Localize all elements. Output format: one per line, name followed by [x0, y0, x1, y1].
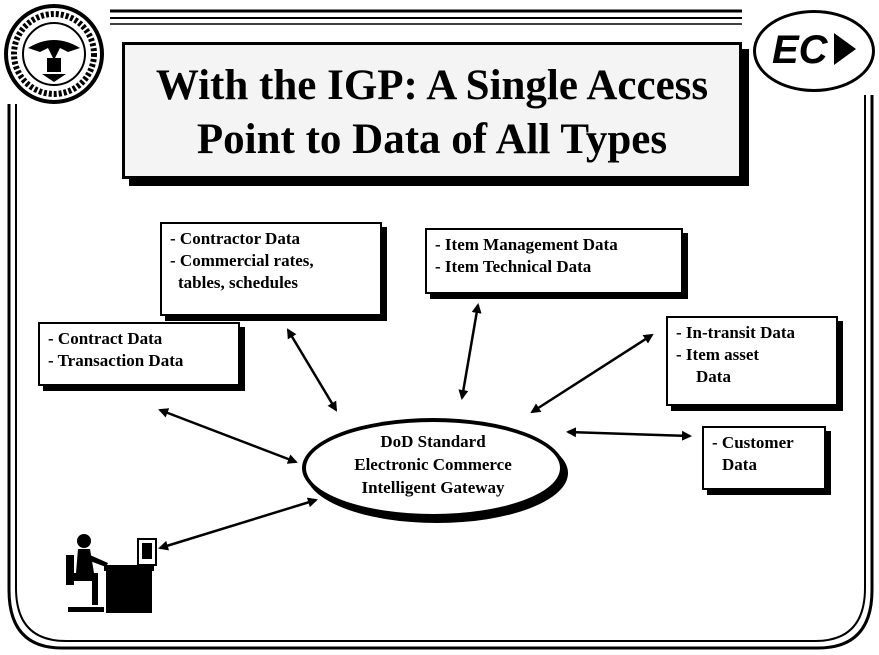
list-item: Commercial rates, [170, 250, 372, 272]
gateway-ellipse: DoD Standard Electronic Commerce Intelli… [302, 418, 564, 518]
list-item: Contract Data [48, 328, 230, 350]
gateway-line-2: Electronic Commerce [354, 455, 512, 474]
title-line-2: Point to Data of All Types [196, 116, 668, 163]
ec-logo: EC [753, 10, 875, 92]
list-item: Item asset [676, 344, 828, 366]
arrow-customer [566, 427, 692, 441]
arrow-transit [530, 333, 654, 414]
list-item: Item Management Data [435, 234, 673, 256]
user-workstation-icon [66, 534, 157, 613]
item-data-box: Item Management Data Item Technical Data [425, 228, 683, 294]
arrow-contractor [286, 328, 338, 412]
list-item: Item Technical Data [435, 256, 673, 278]
arrow-contract [158, 408, 298, 464]
list-item-continuation: Data [696, 367, 731, 386]
list-item: Contractor Data [170, 228, 372, 250]
customer-data-box: Customer Data [702, 426, 826, 490]
title-line-1: With the IGP: A Single Access [155, 62, 709, 109]
arrow-item [458, 303, 482, 400]
gateway-line-3: Intelligent Gateway [361, 478, 505, 497]
arrow-user [158, 497, 318, 551]
ec-logo-text: EC [772, 28, 828, 72]
list-item-continuation: Data [722, 455, 757, 474]
list-item: Transaction Data [48, 350, 230, 372]
contractor-data-box: Contractor Data Commercial rates, tables… [160, 222, 382, 316]
contract-data-box: Contract Data Transaction Data [38, 322, 240, 386]
list-item: Customer [712, 432, 816, 454]
ec-flag-icon [834, 33, 856, 65]
gateway-line-1: DoD Standard [380, 432, 486, 451]
title-box: With the IGP: A Single Access Point to D… [122, 42, 742, 179]
list-item-continuation: tables, schedules [178, 273, 298, 292]
transit-data-box: In-transit Data Item asset Data [666, 316, 838, 406]
list-item: In-transit Data [676, 322, 828, 344]
dod-seal-icon [4, 4, 104, 104]
